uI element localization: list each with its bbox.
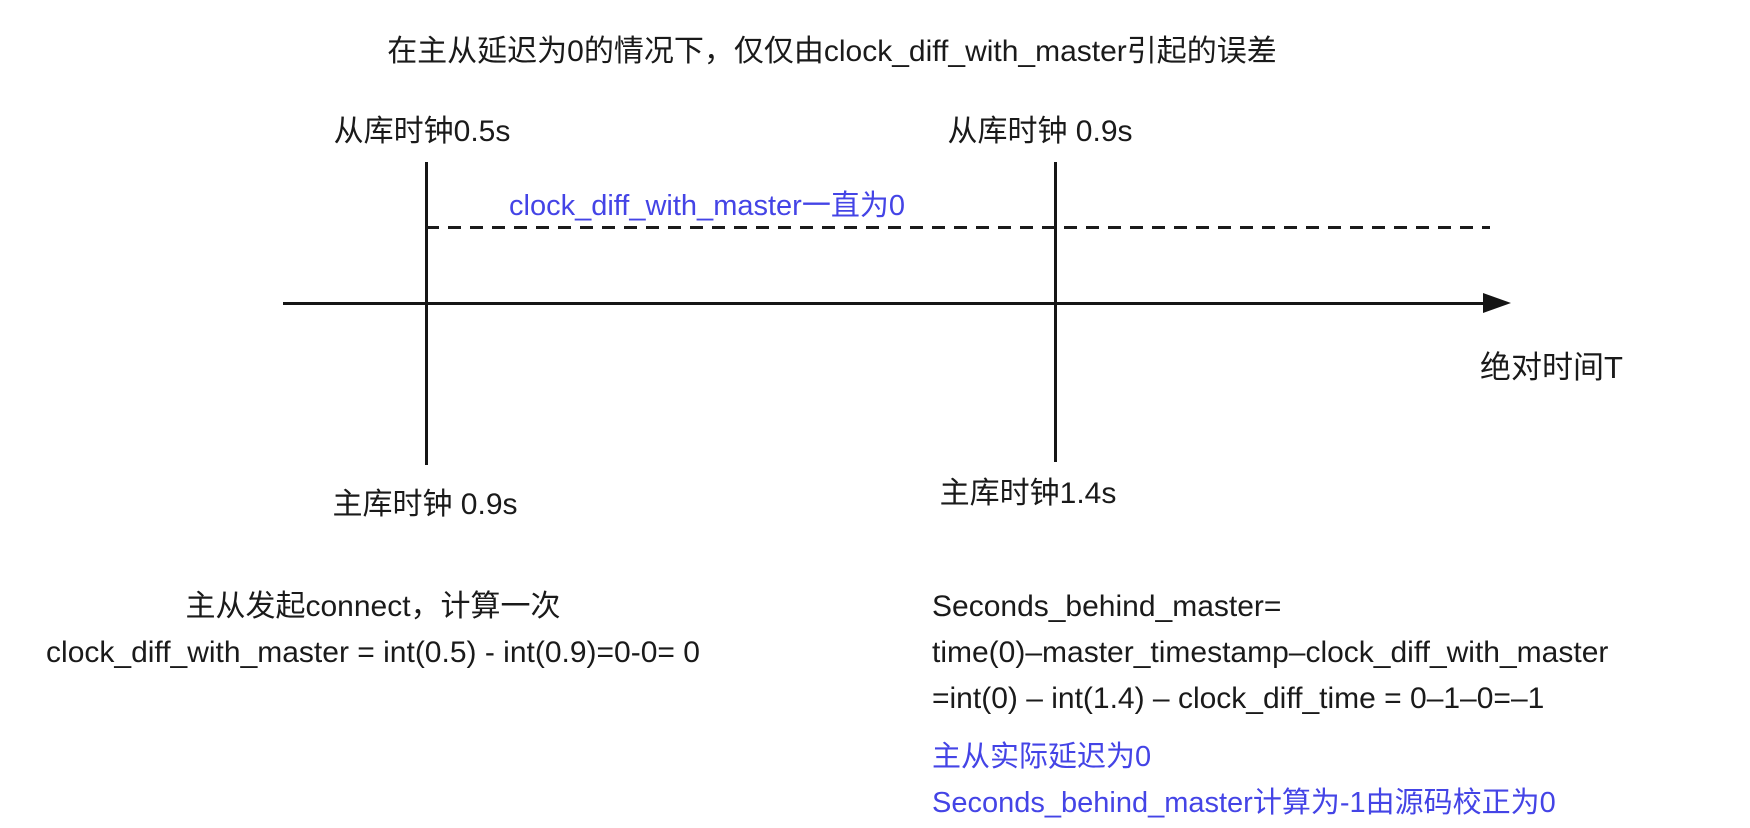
clock-diff-with-master-label: clock_diff_with_master一直为0 — [509, 190, 905, 222]
note-line: 主从发起connect，计算一次 — [185, 590, 561, 623]
time-axis-arrow-icon — [1483, 293, 1511, 313]
note-line-blue: 主从实际延迟为0 — [932, 741, 1152, 773]
connect-calculation-note: 主从发起connect，计算一次 clock_diff_with_master … — [10, 584, 736, 676]
time-axis-line — [283, 302, 1485, 305]
note-line: clock_diff_with_master = int(0.5) - int(… — [46, 636, 700, 669]
event-line-left — [425, 162, 428, 465]
diagram-title: 在主从延迟为0的情况下，仅仅由clock_diff_with_master引起的… — [387, 35, 1277, 68]
master-clock-left-label: 主库时钟 0.9s — [332, 488, 518, 521]
note-line-blue: Seconds_behind_master计算为-1由源码校正为0 — [932, 787, 1556, 819]
seconds-behind-master-note: Seconds_behind_master= time(0)–master_ti… — [932, 584, 1608, 826]
time-axis-label: 绝对时间T — [1480, 350, 1623, 385]
note-line: time(0)–master_timestamp–clock_diff_with… — [932, 636, 1609, 669]
clock-diff-dashed-line — [426, 226, 1490, 229]
note-line: Seconds_behind_master= — [932, 590, 1282, 623]
slave-clock-right-label: 从库时钟 0.9s — [947, 115, 1133, 148]
event-line-right — [1054, 162, 1057, 462]
master-clock-right-label: 主库时钟1.4s — [939, 477, 1117, 510]
note-line: =int(0) – int(1.4) – clock_diff_time = 0… — [932, 682, 1545, 715]
slave-clock-left-label: 从库时钟0.5s — [333, 115, 511, 148]
